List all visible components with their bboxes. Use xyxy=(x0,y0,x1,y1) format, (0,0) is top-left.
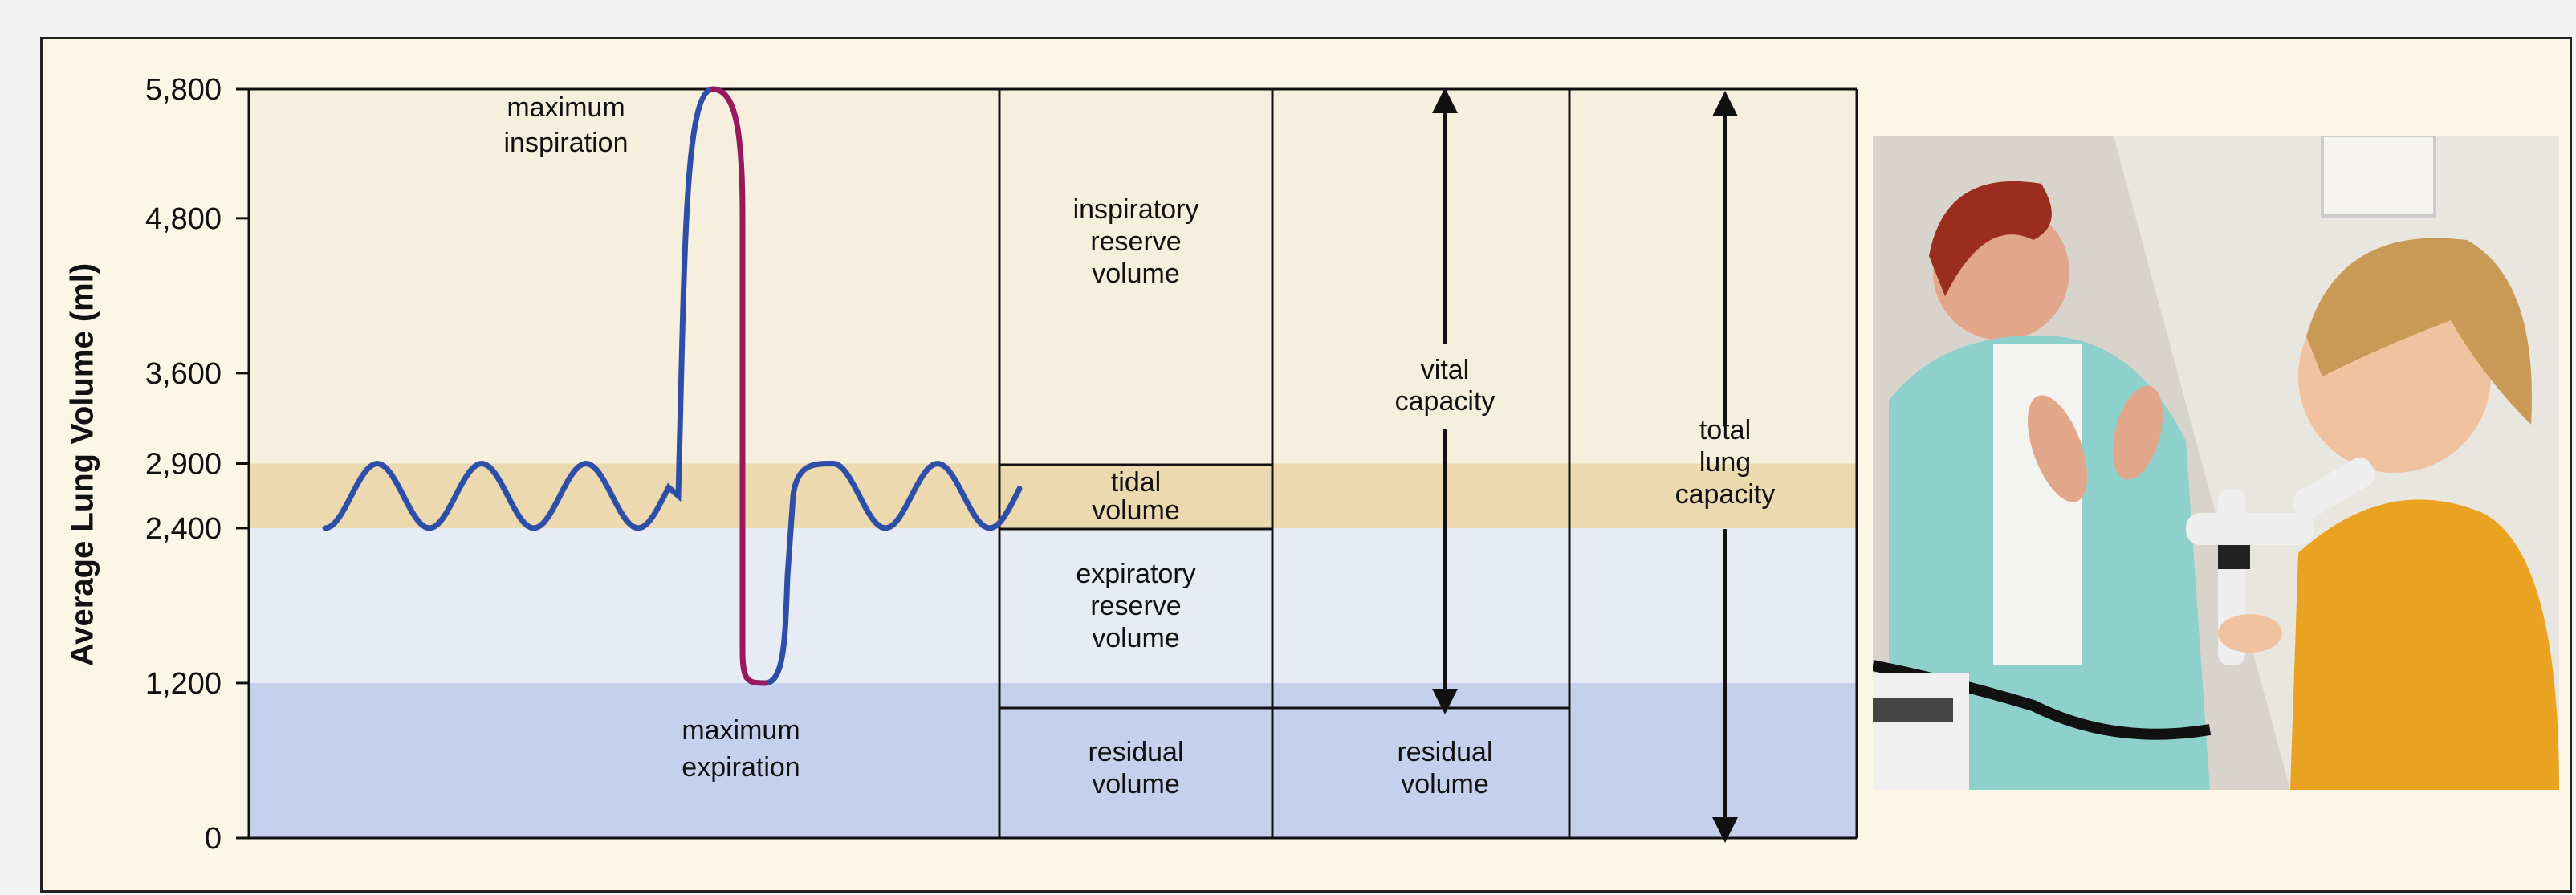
erv-label-3: volume xyxy=(1092,623,1180,653)
band-residual-volume xyxy=(249,682,1857,838)
erv-label-2: reserve xyxy=(1090,591,1181,621)
figure-panel: 5,800 4,800 3,600 2,900 2,400 1,200 0 Average … xyxy=(40,37,2572,893)
y-ticks: 5,800 4,800 3,600 2,900 2,400 1,200 0 xyxy=(145,73,249,856)
y-tick-label: 1,200 xyxy=(145,667,222,701)
spirometer-photo-illustration xyxy=(1873,136,2559,790)
irv-label-2: reserve xyxy=(1090,226,1181,257)
total-capacity-label-2: lung xyxy=(1699,447,1751,478)
band-expiratory-reserve-volume xyxy=(249,527,1857,683)
erv-label-1: expiratory xyxy=(1076,559,1195,589)
irv-label-1: inspiratory xyxy=(1073,194,1199,225)
tidal-label-1: tidal xyxy=(1111,467,1161,498)
breathing-trace-inspiration xyxy=(322,86,1023,686)
y-tick-label: 5,800 xyxy=(145,73,222,107)
residual-volume-label-2: volume xyxy=(1092,769,1180,799)
total-capacity-label-1: total xyxy=(1699,415,1751,445)
breathing-trace-expiration xyxy=(710,86,768,686)
max-expiration-label-1: maximum xyxy=(682,715,800,746)
y-tick-label: 4,800 xyxy=(145,202,222,236)
max-expiration-label-2: expiration xyxy=(682,752,800,783)
residual-capacity-label-1: residual xyxy=(1397,737,1492,767)
tidal-label-2: volume xyxy=(1092,495,1180,526)
lung-volume-diagram: 5,800 4,800 3,600 2,900 2,400 1,200 0 Average … xyxy=(65,73,1858,856)
total-capacity-label-3: capacity xyxy=(1675,479,1776,510)
y-tick-label: 0 xyxy=(205,822,222,856)
max-inspiration-label-1: maximum xyxy=(507,92,625,123)
vital-capacity-label-1: vital xyxy=(1421,355,1469,385)
residual-volume-label-1: residual xyxy=(1088,737,1183,767)
residual-capacity-label-2: volume xyxy=(1401,769,1489,799)
y-tick-label: 3,600 xyxy=(145,357,222,391)
irv-label-3: volume xyxy=(1092,258,1180,289)
y-tick-label: 2,400 xyxy=(145,512,222,546)
band-tidal-volume xyxy=(249,463,1857,528)
band-inspiratory-reserve-volume xyxy=(249,89,1857,464)
max-inspiration-label-2: inspiration xyxy=(504,128,629,158)
y-tick-label: 2,900 xyxy=(145,448,222,482)
vital-capacity-label-2: capacity xyxy=(1395,386,1496,417)
spirometer-photo xyxy=(1873,136,2559,790)
y-axis-label: Average Lung Volume (ml) xyxy=(65,263,100,666)
